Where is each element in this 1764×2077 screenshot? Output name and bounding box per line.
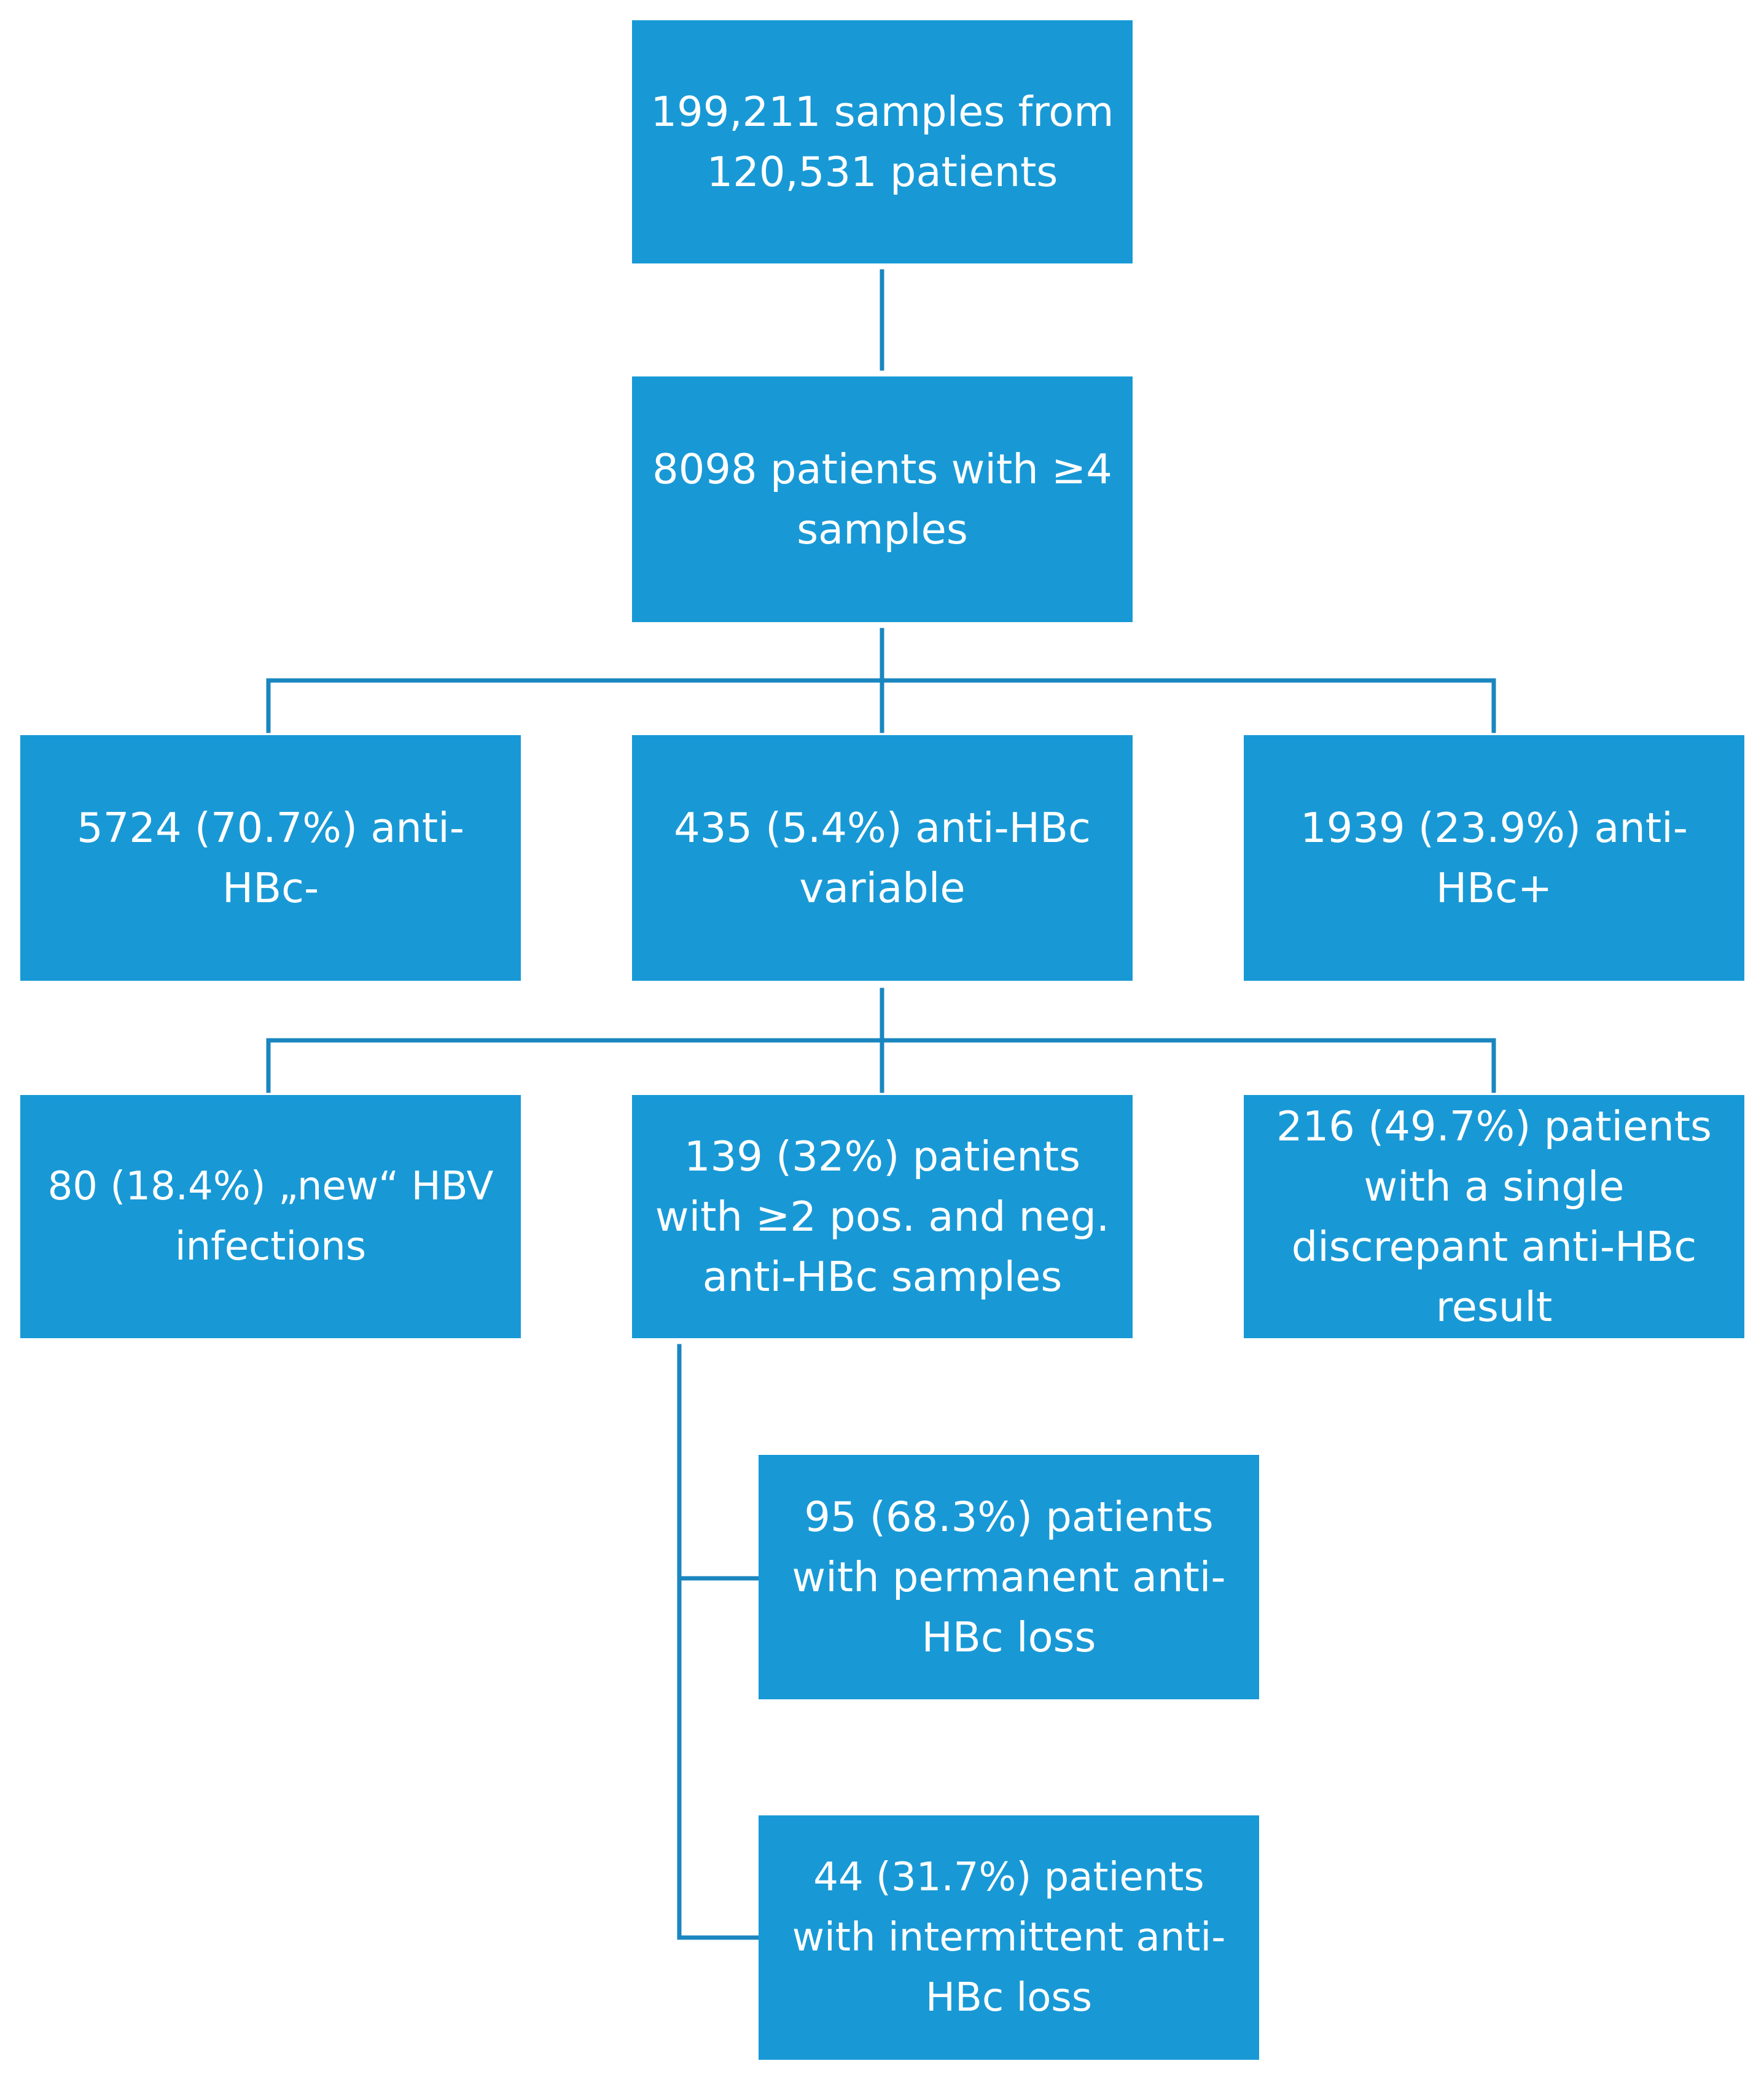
permanent-loss-box: 95 (68.3%) patients with permanent anti-… <box>759 1455 1259 1699</box>
anti-hbc-variable-text: 435 (5.4%) anti-HBc variable <box>674 804 1091 912</box>
single-discrepant-box: 216 (49.7%) patients with a single discr… <box>1244 1095 1744 1338</box>
single-discrepant-text: 216 (49.7%) patients with a single discr… <box>1276 1102 1712 1331</box>
pos-and-neg-box: 139 (32%) patients with ≥2 pos. and neg.… <box>632 1095 1133 1338</box>
new-hbv-box: 80 (18.4%) „new“ HBV infections <box>20 1095 521 1338</box>
anti-hbc-negative-box: 5724 (70.7%) anti- HBc- <box>20 735 521 981</box>
pos-and-neg-text: 139 (32%) patients with ≥2 pos. and neg.… <box>655 1132 1110 1301</box>
four-samples-box: 8098 patients with ≥4 samples <box>632 376 1133 622</box>
anti-hbc-negative-text: 5724 (70.7%) anti- HBc- <box>77 804 464 912</box>
total-samples-box: 199,211 samples from 120,531 patients <box>632 20 1133 263</box>
anti-hbc-variable-box: 435 (5.4%) anti-HBc variable <box>632 735 1133 981</box>
anti-hbc-positive-text: 1939 (23.9%) anti- HBc+ <box>1300 804 1688 912</box>
intermittent-loss-text: 44 (31.7%) patients with intermittent an… <box>792 1855 1226 2020</box>
new-hbv-text: 80 (18.4%) „new“ HBV infections <box>47 1164 494 1269</box>
total-samples-text: 199,211 samples from 120,531 patients <box>650 88 1114 196</box>
four-samples-text: 8098 patients with ≥4 samples <box>652 445 1112 553</box>
intermittent-loss-box: 44 (31.7%) patients with intermittent an… <box>759 1815 1259 2060</box>
permanent-loss-text: 95 (68.3%) patients with permanent anti-… <box>792 1493 1226 1661</box>
anti-hbc-positive-box: 1939 (23.9%) anti- HBc+ <box>1244 735 1744 981</box>
